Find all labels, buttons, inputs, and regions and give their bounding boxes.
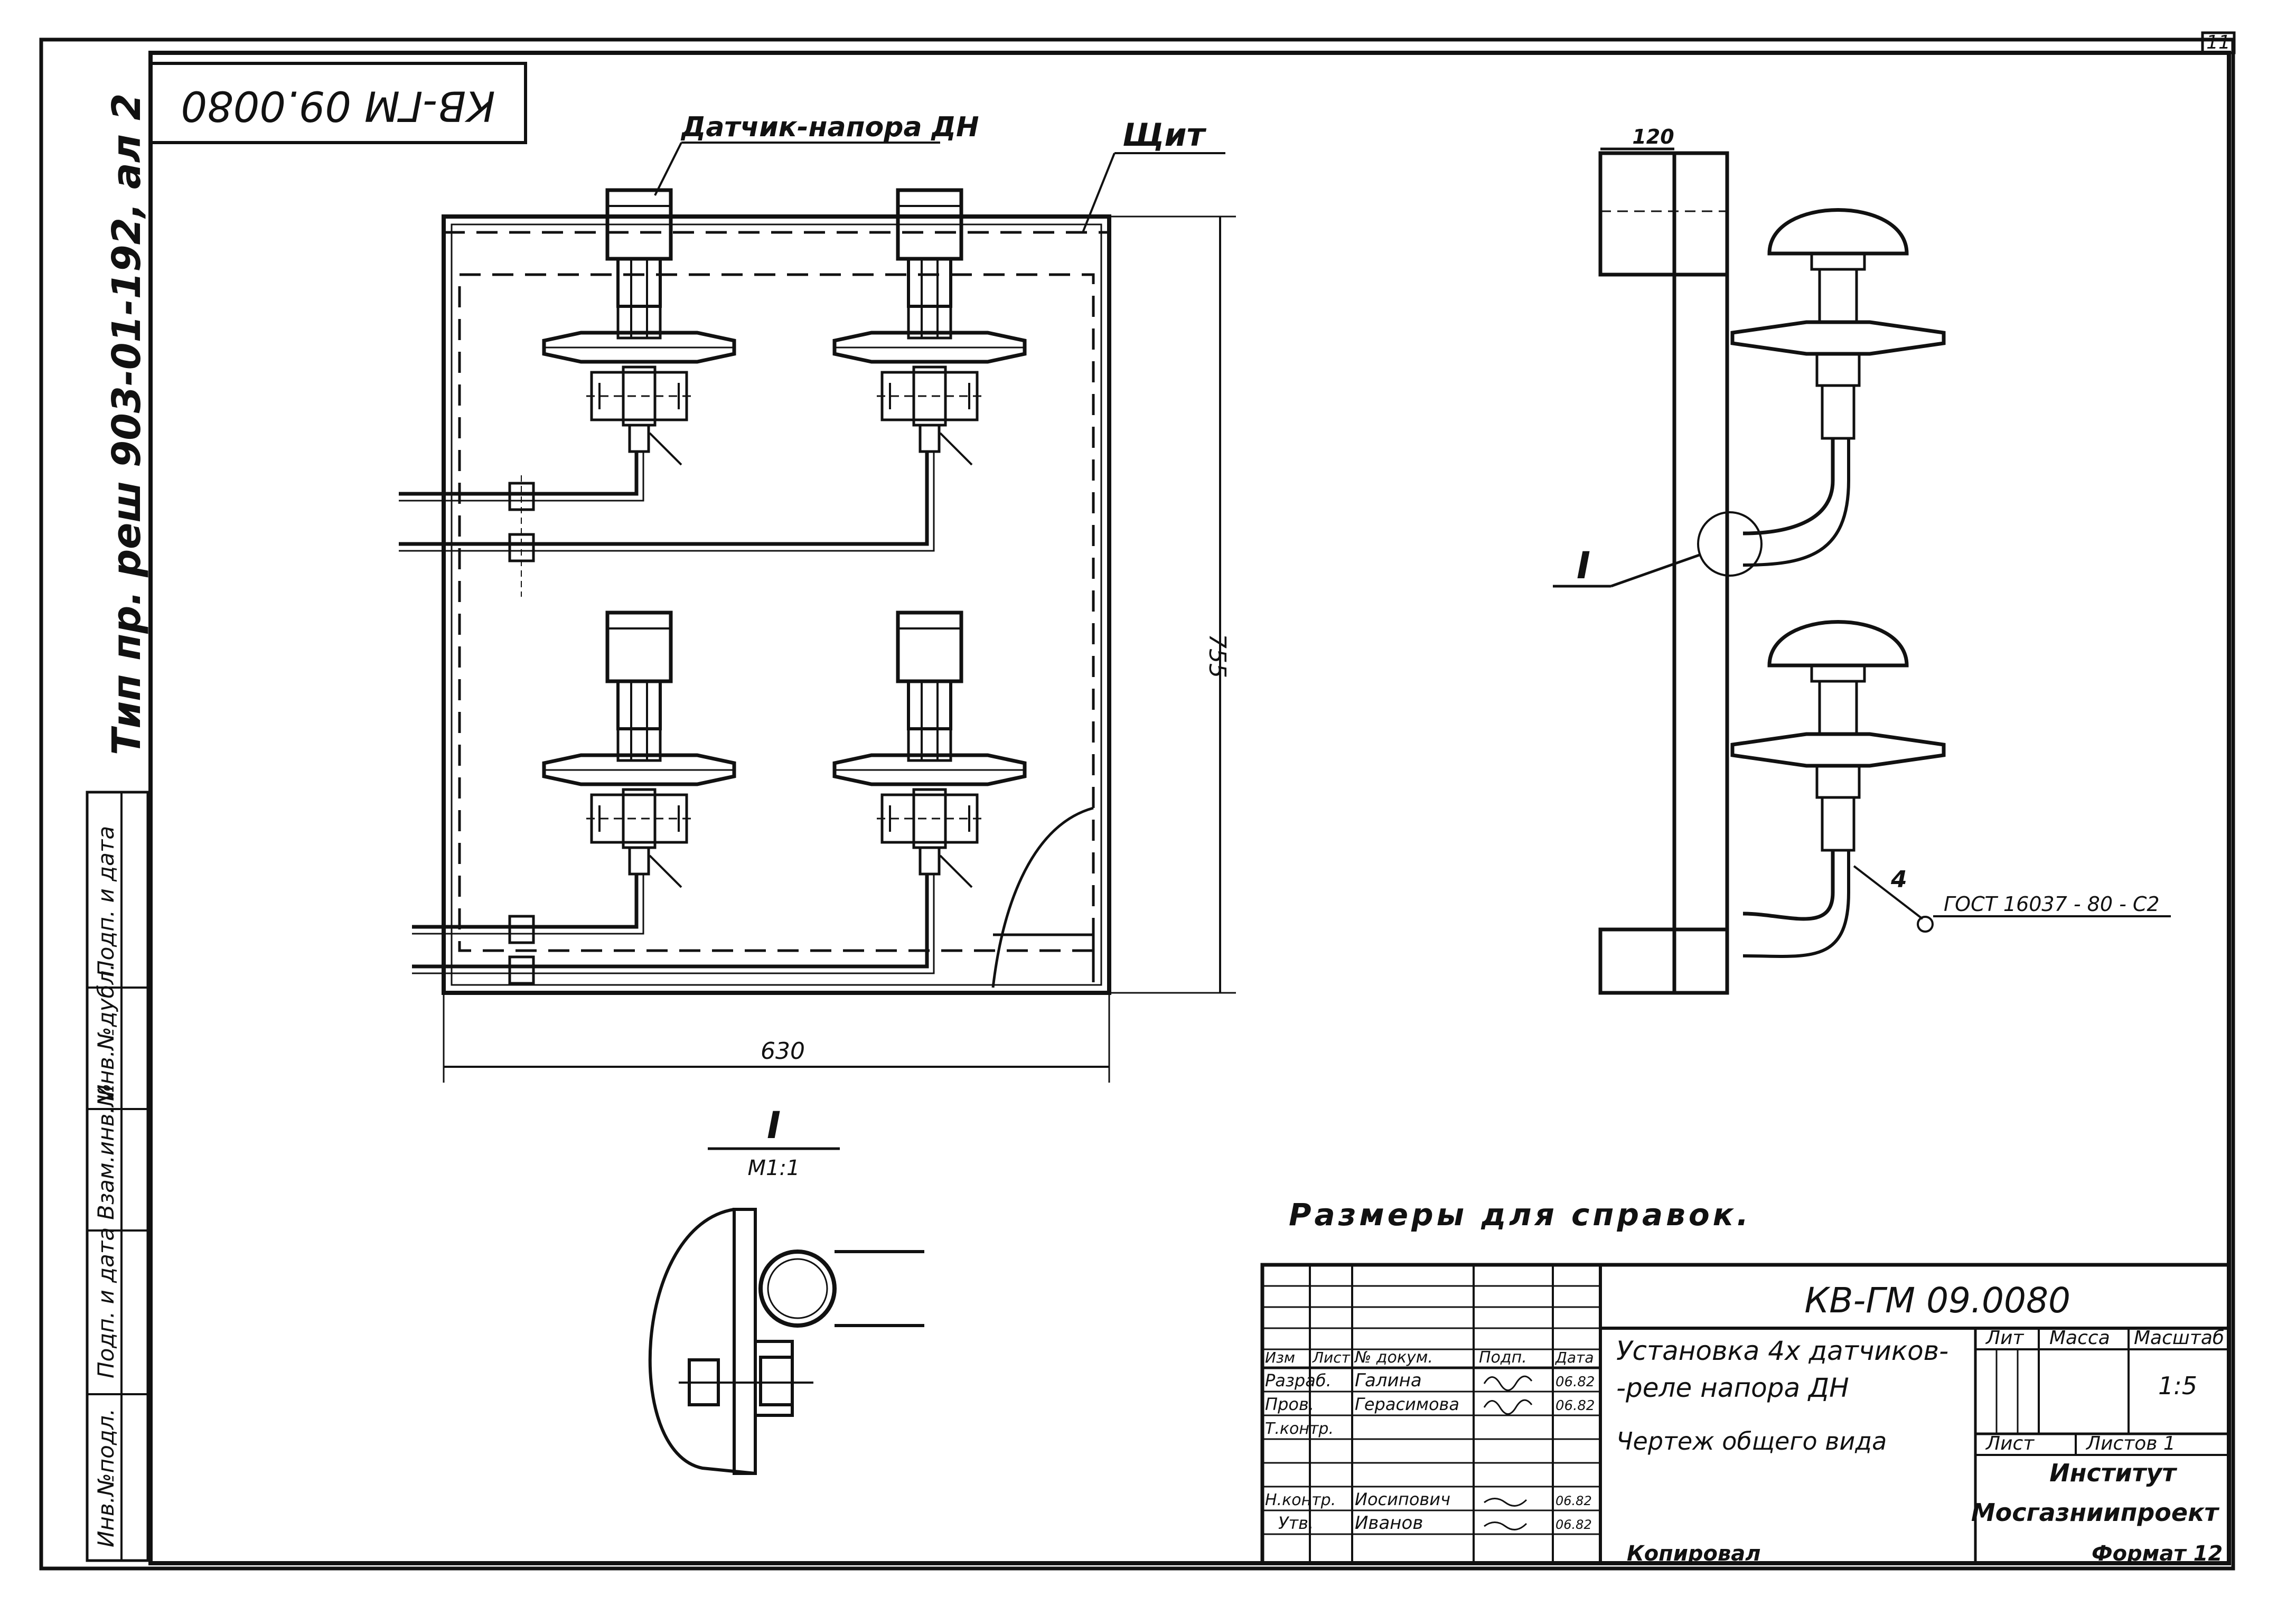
strip-label-inv-dubl: Инв.№дубл. bbox=[93, 963, 119, 1101]
header-sheet: Лист bbox=[1985, 1433, 2035, 1454]
sig-date-4: 06.82 bbox=[1555, 1493, 1592, 1508]
header-izm: Изм bbox=[1265, 1349, 1295, 1366]
sig-role-4: Н.контр. bbox=[1265, 1491, 1336, 1509]
header-lit: Лит bbox=[1985, 1327, 2024, 1349]
scale-value: 1:5 bbox=[2158, 1371, 2197, 1400]
detail-scale: М1:1 bbox=[748, 1156, 800, 1180]
left-strip: Инв.№подл. Подп. и дата Взам.инв.№ Инв.№… bbox=[86, 791, 149, 1562]
sig-date-1: 06.82 bbox=[1555, 1374, 1595, 1390]
sig-role-2: Пров. bbox=[1265, 1394, 1314, 1414]
sheet-number: 11 bbox=[2206, 32, 2231, 53]
sensor-unit-3 bbox=[542, 610, 736, 888]
strip-label-podp-date-1: Подп. и дата bbox=[93, 1227, 119, 1378]
footer-format: Формат 12 bbox=[2092, 1542, 2223, 1566]
callout-node-label: I bbox=[1577, 544, 1590, 587]
sig-name-2: Герасимова bbox=[1355, 1394, 1459, 1414]
sensor-unit-4 bbox=[832, 610, 1027, 888]
header-doc-no: № докум. bbox=[1354, 1348, 1433, 1367]
top-dimension: 120 bbox=[1632, 125, 1674, 148]
sig-role-3: Т.контр. bbox=[1265, 1420, 1334, 1438]
title-block: КВ-ГМ 09.0080 Установка 4х датчиков- -ре… bbox=[1260, 1263, 2231, 1565]
panel-label: Щит bbox=[1122, 117, 1207, 154]
upper-piping bbox=[399, 452, 935, 597]
pipe-callout-number: 4 bbox=[1890, 866, 1907, 893]
header-date: Дата bbox=[1554, 1349, 1594, 1366]
sig-role-5: Утв. bbox=[1278, 1513, 1314, 1533]
footer: Копировал Формат 12 bbox=[1627, 1542, 2223, 1566]
sig-date-5: 06.82 bbox=[1555, 1517, 1592, 1532]
sig-date-2: 06.82 bbox=[1555, 1398, 1595, 1414]
front-view: Датчик-напора ДН Щит 630 755 bbox=[399, 111, 1236, 1083]
detail-view: I М1:1 bbox=[648, 1104, 924, 1475]
strip-label-vzam-inv: Взам.инв.№ bbox=[93, 1084, 119, 1220]
header-scale: Масштаб bbox=[2134, 1327, 2224, 1349]
sig-role-1: Разраб. bbox=[1265, 1370, 1332, 1391]
title-line-2: -реле напора ДН bbox=[1616, 1373, 1849, 1403]
sensor-unit-1 bbox=[542, 188, 736, 466]
header-podp: Подп. bbox=[1479, 1348, 1527, 1367]
pipe-standard: ГОСТ 16037 - 80 - С2 bbox=[1944, 893, 2160, 916]
header-mass: Масса bbox=[2049, 1327, 2110, 1349]
sig-name-1: Галина bbox=[1355, 1370, 1422, 1391]
lower-piping bbox=[412, 874, 935, 985]
side-sensor-lower bbox=[1730, 620, 1946, 958]
detail-label: I bbox=[767, 1104, 781, 1147]
sheet-frame: 11 bbox=[39, 31, 2236, 1571]
stamp-code-rotated: КВ-ГМ 09.0080 bbox=[181, 82, 495, 129]
side-sensor-upper bbox=[1730, 208, 1946, 567]
header-list: Лист bbox=[1312, 1349, 1351, 1366]
side-reference: Тип пр. реш 903-01-192, ал 2 bbox=[104, 93, 149, 755]
institute-line-2: Мосгазниипроект bbox=[1971, 1498, 2219, 1527]
rotated-stamp: КВ-ГМ 09.0080 bbox=[149, 62, 527, 144]
sensor-unit-2 bbox=[832, 188, 1027, 466]
sig-name-5: Иванов bbox=[1355, 1513, 1423, 1534]
side-view: 120 I 4 ГОСТ bbox=[1553, 125, 2171, 995]
header-sheets: Листов 1 bbox=[2085, 1433, 2176, 1454]
strip-label-podp-date-2: Подп. и дата bbox=[93, 826, 119, 977]
sig-name-4: Иосипович bbox=[1355, 1489, 1450, 1509]
sensor-label: Датчик-напора ДН bbox=[680, 111, 979, 143]
title-line-1: Установка 4х датчиков- bbox=[1616, 1336, 1948, 1366]
institute-line-1: Институт bbox=[2049, 1459, 2177, 1487]
reference-note: Размеры для справок. bbox=[1289, 1197, 1751, 1233]
strip-label-inv-podl: Инв.№подл. bbox=[93, 1408, 119, 1547]
height-dimension: 755 bbox=[1204, 634, 1231, 678]
doc-type: Чертеж общего вида bbox=[1616, 1427, 1887, 1455]
title-block-code: КВ-ГМ 09.0080 bbox=[1804, 1280, 2070, 1321]
width-dimension: 630 bbox=[761, 1038, 805, 1065]
footer-copied: Копировал bbox=[1627, 1542, 1761, 1566]
